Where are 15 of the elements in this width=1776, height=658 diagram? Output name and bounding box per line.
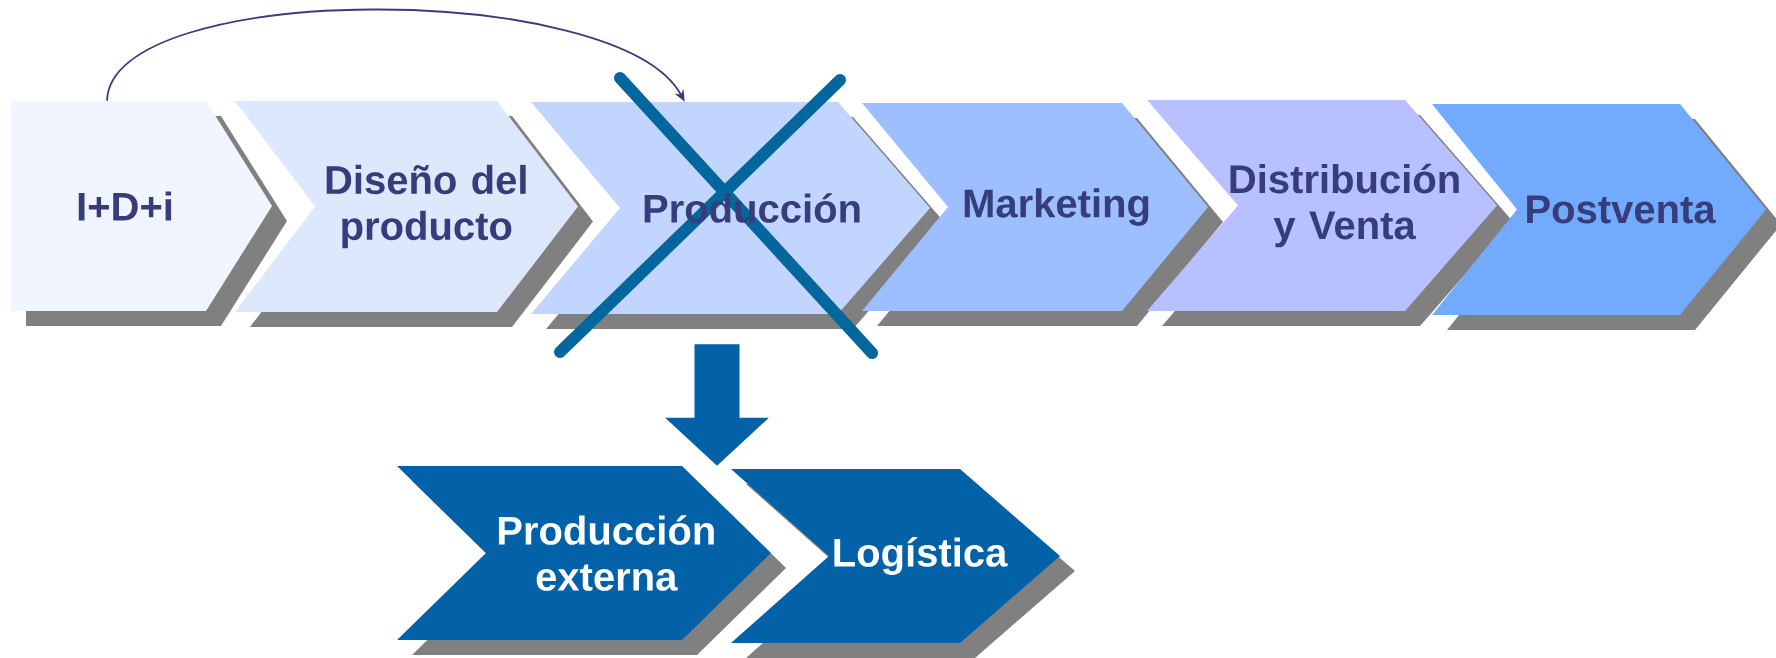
chevron-shape bbox=[1147, 100, 1497, 311]
step-label: Distribución y Venta bbox=[1230, 163, 1459, 248]
chevron-shape bbox=[862, 103, 1208, 311]
step-label: Logística bbox=[834, 537, 1008, 575]
step-label: I+D+i bbox=[78, 191, 172, 221]
chevron-shape bbox=[731, 469, 1060, 643]
step-label: Postventa bbox=[1527, 195, 1716, 224]
step-label: Producción externa bbox=[498, 515, 714, 591]
curved-arrow bbox=[106, 8, 685, 102]
step-label: Diseño del producto bbox=[326, 164, 526, 249]
chevron-shape bbox=[235, 101, 578, 312]
chevron-shape bbox=[397, 466, 771, 640]
chevron-shape bbox=[11, 101, 272, 311]
step-label: Marketing bbox=[964, 188, 1149, 226]
chevron-shape bbox=[531, 102, 930, 314]
